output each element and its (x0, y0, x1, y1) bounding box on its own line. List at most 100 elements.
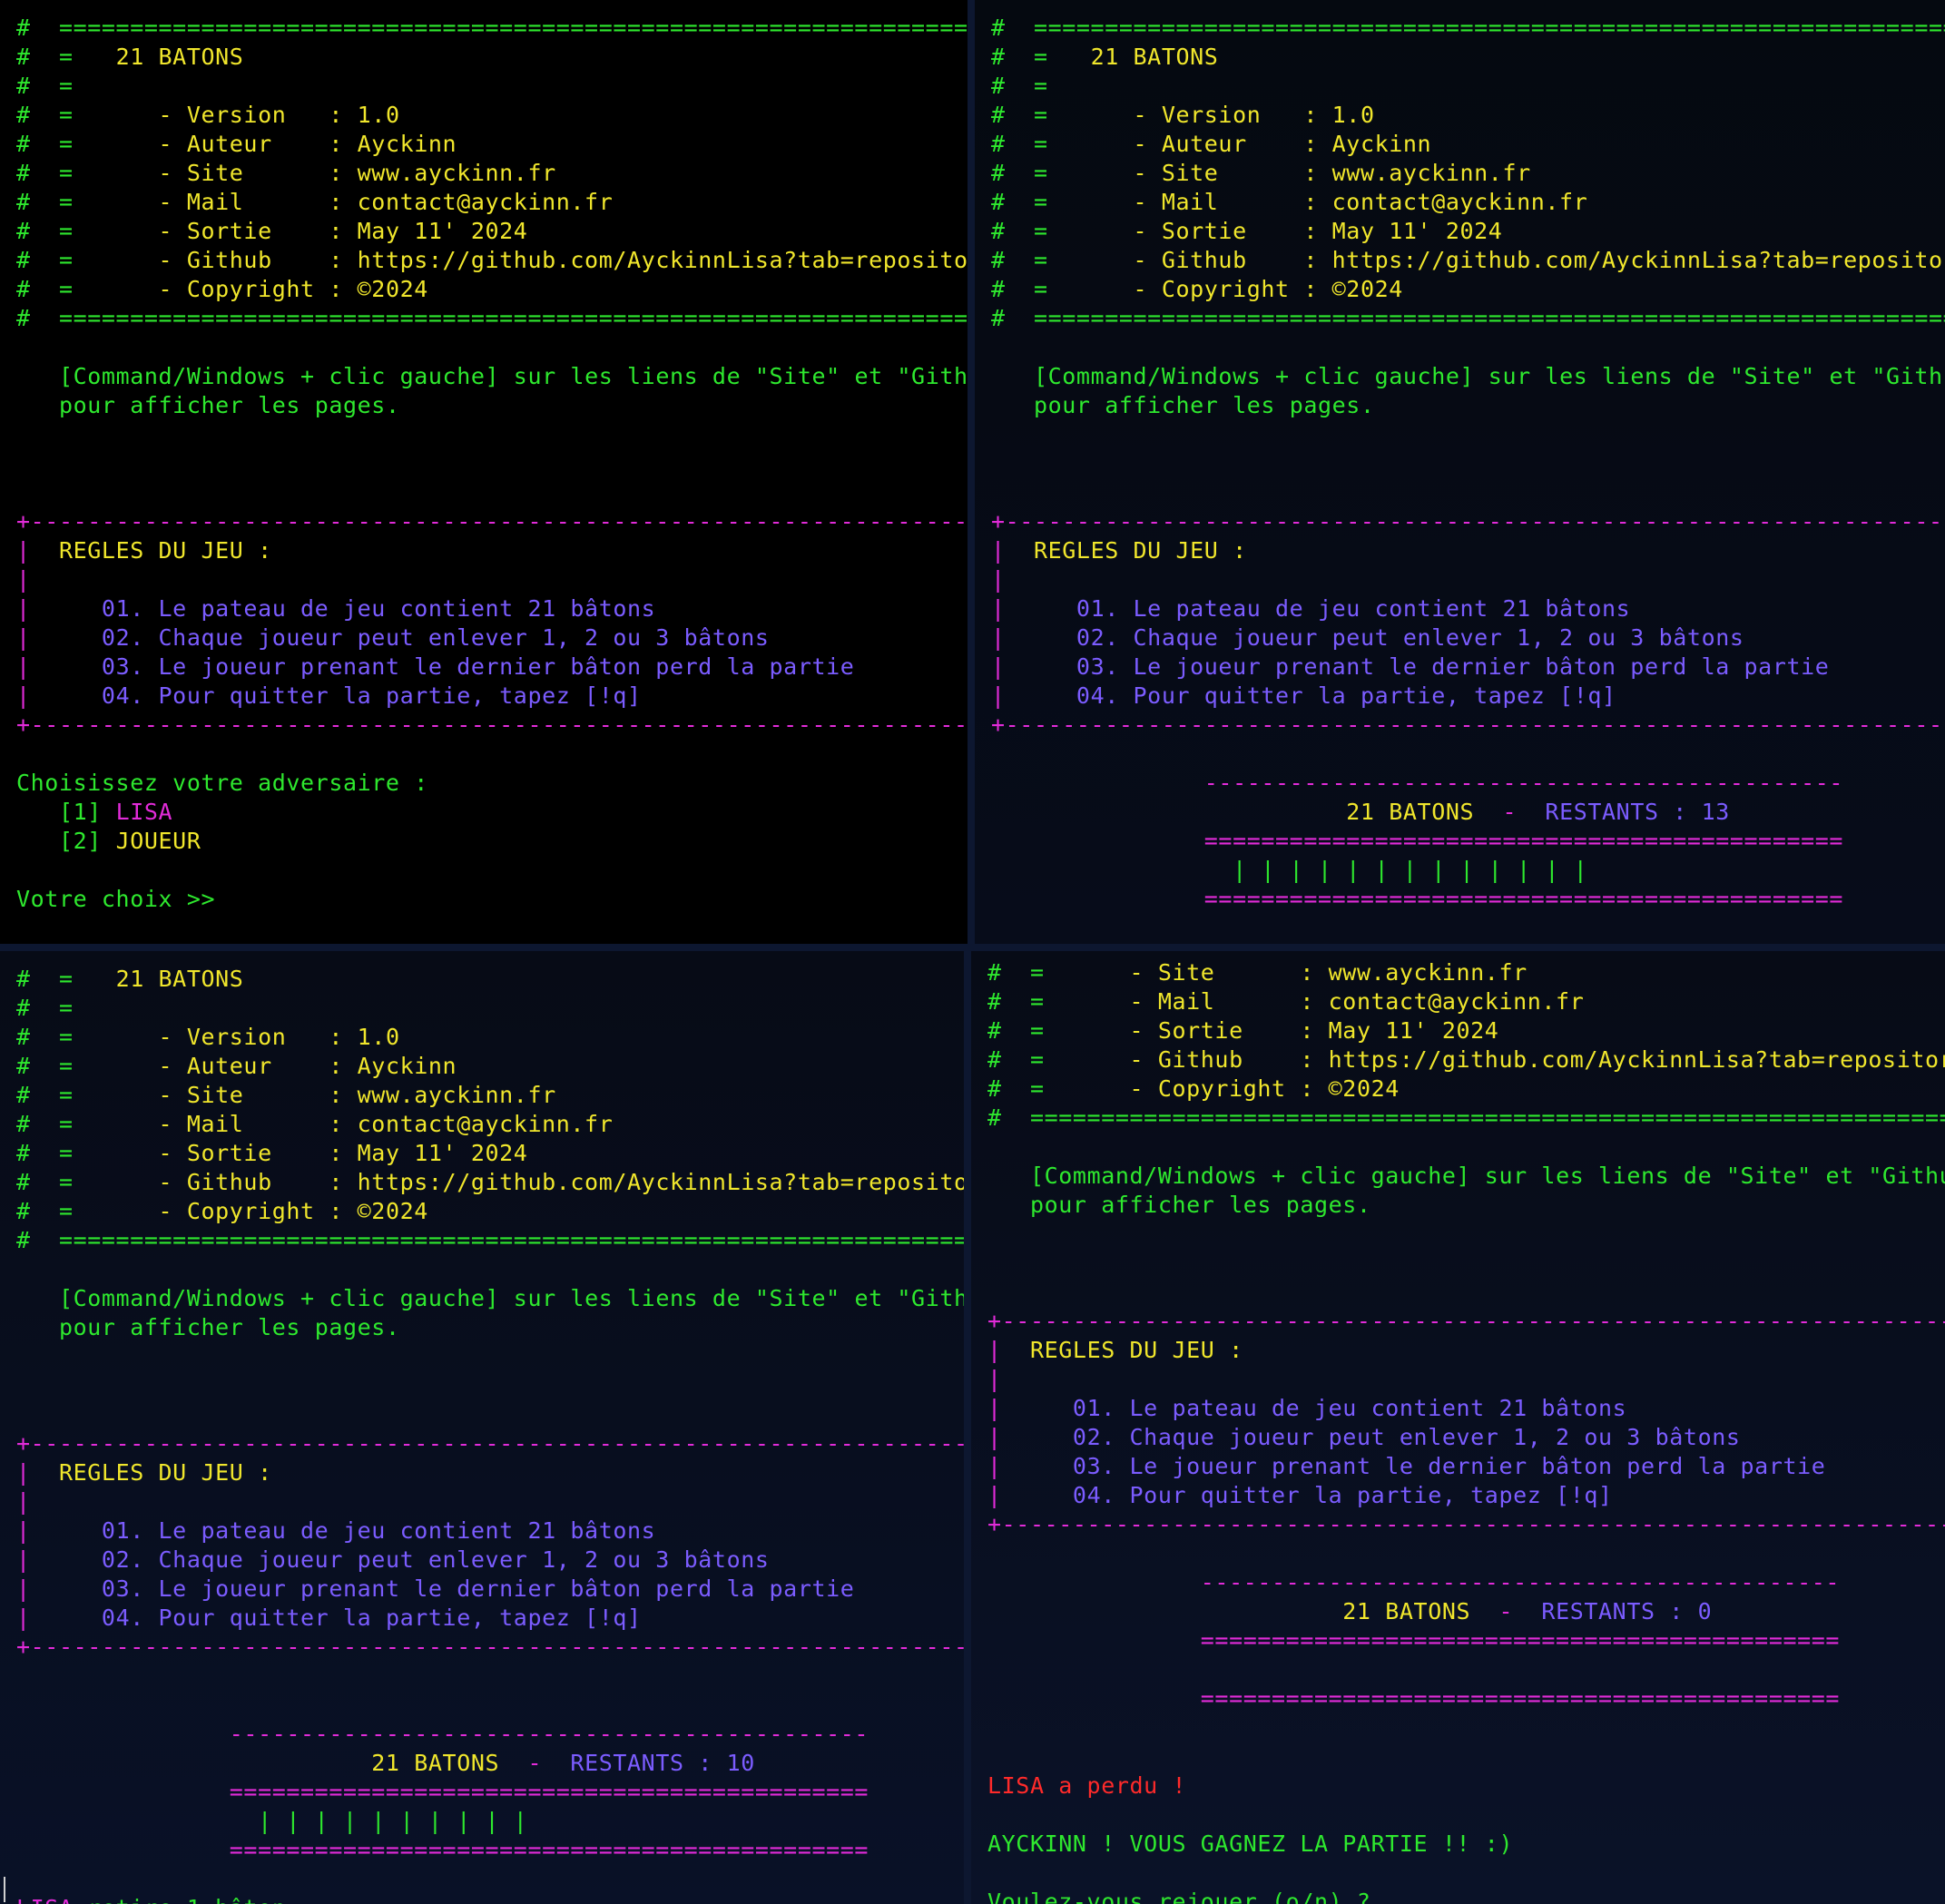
rules-frame: | | (987, 1366, 1002, 1392)
header-frame: = (1531, 160, 1945, 186)
header-frame: # = (16, 1053, 74, 1079)
rules-title: REGLES DU JEU : (58, 1459, 272, 1486)
rule-item: 04. Pour quitter la partie, tapez [!q] (1001, 1482, 1613, 1508)
info-value: https://github.com/AyckinnLisa?tab=repos… (357, 1169, 964, 1195)
option-lisa: LISA (115, 799, 173, 825)
rule-item: 03. Le joueur prenant le dernier bâton p… (1001, 1453, 1826, 1479)
rules-frame: | (1613, 1482, 1945, 1508)
board-border: ========================================… (991, 886, 1844, 912)
rule-item: 03. Le joueur prenant le dernier bâton p… (30, 653, 855, 680)
header-frame: = (1502, 218, 1945, 244)
links-hint: pour afficher les pages. (1033, 392, 1375, 418)
info-value: contact@ayckinn.fr (357, 1111, 614, 1137)
header-frame: # = (16, 276, 74, 302)
terminal-text (987, 1192, 1030, 1218)
header-frame: # = = (16, 995, 74, 1021)
header-frame: # = (16, 1140, 74, 1166)
sticks-row: | | | | | | | | | | | | | (1233, 857, 1588, 883)
cpu-action: retire 1 bâton... (87, 1895, 329, 1904)
header-border: # ======================================… (987, 1104, 1945, 1131)
info-label: - Site : (73, 1082, 358, 1108)
remaining-count: 0 (1697, 1598, 1713, 1624)
rules-title: REGLES DU JEU : (1033, 537, 1247, 564)
header-border: # ======================================… (991, 15, 1945, 41)
rules-frame: | (1744, 624, 1945, 651)
info-label: - Mail : (73, 1111, 358, 1137)
header-frame: = (1584, 988, 1945, 1015)
terminal-output: # ======================================… (16, 14, 968, 914)
info-label: - Mail : (1044, 988, 1329, 1015)
links-hint: pour afficher les pages. (58, 392, 400, 418)
header-frame: # = = (991, 73, 1048, 99)
replay-prompt: Voulez-vous rejouer (o/n) ? (987, 1889, 1371, 1904)
info-label: - Site : (1044, 959, 1329, 986)
header-frame: # = (991, 44, 1091, 70)
rules-frame: | (1243, 1337, 1945, 1363)
info-value: https://github.com/AyckinnLisa?tab=repos… (1331, 247, 1945, 273)
rules-frame: | (770, 624, 968, 651)
rules-frame: | (991, 653, 1006, 680)
info-value: May 11' 2024 (357, 1140, 528, 1166)
rules-frame: | (987, 1482, 1002, 1508)
info-label: - Version : (73, 102, 358, 128)
info-label: - Github : (73, 247, 358, 273)
rules-frame: | (272, 1459, 964, 1486)
opponent-prompt: Choisissez votre adversaire : (16, 770, 428, 796)
header-frame: = (457, 131, 968, 157)
terminal-text (16, 1314, 59, 1340)
remaining-label: RESTANTS : (570, 1750, 727, 1776)
header-frame: = (457, 1053, 964, 1079)
rule-item: 02. Chaque joueur peut enlever 1, 2 ou 3… (1005, 624, 1744, 651)
sticks-row: | | | | | | | | | | (258, 1808, 528, 1834)
header-frame: # = (16, 1111, 74, 1137)
info-value: 1.0 (1331, 102, 1375, 128)
header-frame: = (556, 160, 968, 186)
rules-frame: | (770, 1546, 964, 1573)
info-value: May 11' 2024 (1328, 1017, 1499, 1044)
header-border: # ======================================… (16, 1227, 964, 1253)
links-hint: pour afficher les pages. (58, 1314, 400, 1340)
info-label: - Copyright : (73, 276, 358, 302)
header-frame: # = (16, 247, 74, 273)
header-frame: = (1403, 276, 1945, 302)
rule-item: 03. Le joueur prenant le dernier bâton p… (1005, 653, 1830, 680)
rules-frame: | | (16, 566, 31, 593)
rule-item: 01. Le pateau de jeu contient 21 bâtons (30, 595, 656, 622)
rules-frame: | (987, 1453, 1002, 1479)
rules-frame: | (16, 595, 31, 622)
rule-item: 04. Pour quitter la partie, tapez [!q] (30, 682, 642, 709)
option-joueur: JOUEUR (115, 828, 201, 854)
info-label: - Sortie : (1047, 218, 1332, 244)
header-frame: # = (16, 1169, 74, 1195)
board-top-border: ----------------------------------------… (987, 1569, 1841, 1595)
rules-frame: | (1626, 1395, 1945, 1421)
rules-frame: | (655, 1517, 964, 1544)
board-sep: - (1470, 1598, 1542, 1624)
header-frame: # = (991, 218, 1048, 244)
header-frame: # = (991, 160, 1048, 186)
info-label: - Auteur : (73, 131, 358, 157)
header-frame: # = (991, 247, 1048, 273)
info-value: contact@ayckinn.fr (357, 189, 614, 215)
header-frame: = (527, 218, 968, 244)
header-border: # ======================================… (991, 305, 1945, 331)
remaining-count: 10 (726, 1750, 755, 1776)
rules-frame: | (987, 1395, 1002, 1421)
board-border: ========================================… (991, 828, 1844, 854)
header-frame: = (613, 1111, 964, 1137)
terminal-text (16, 363, 59, 389)
info-label: - Copyright : (1047, 276, 1332, 302)
rules-border: +---------------------------------------… (987, 1511, 1945, 1537)
rules-frame: | (991, 595, 1006, 622)
info-value: www.ayckinn.fr (1331, 160, 1531, 186)
rules-frame: | (987, 1337, 1030, 1363)
header-frame: # = (16, 102, 74, 128)
terminal-text (991, 363, 1034, 389)
rules-frame: | (16, 1605, 31, 1631)
terminal-pane-player-turn: # ======================================… (975, 0, 1945, 944)
header-frame: = (400, 1024, 964, 1050)
header-frame: = (243, 966, 964, 992)
rules-frame: | (16, 1546, 31, 1573)
header-frame: # = (991, 131, 1048, 157)
rules-frame: | (1741, 1424, 1945, 1450)
